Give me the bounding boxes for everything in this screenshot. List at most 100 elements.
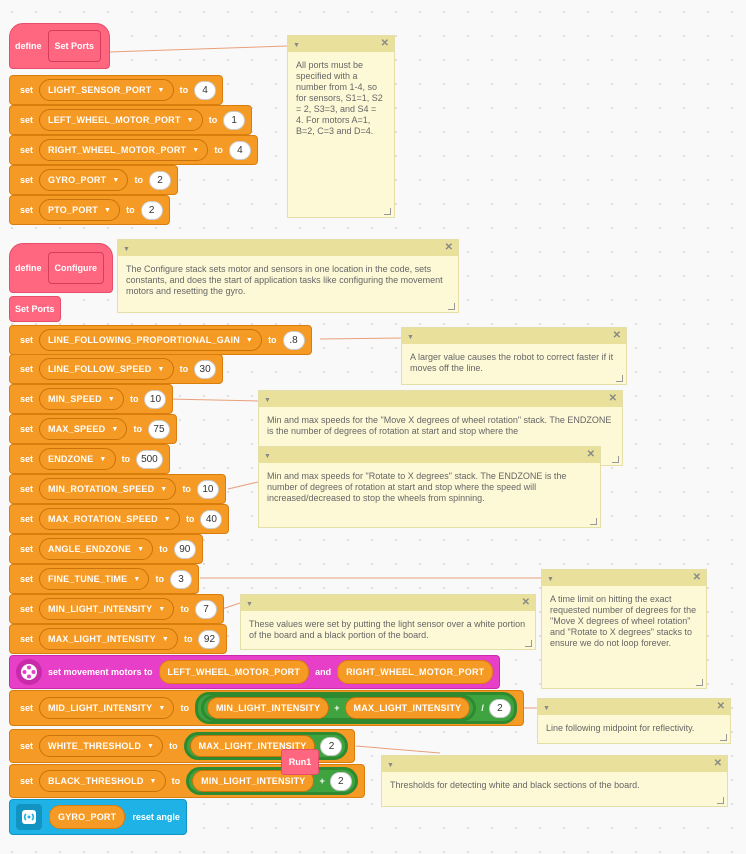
collapse-icon[interactable]: ▼ bbox=[387, 762, 394, 769]
variable-dropdown[interactable]: LIGHT_SENSOR_PORT▼ bbox=[39, 79, 174, 101]
comment-fine-tune[interactable]: ▼ ✕ A time limit on hitting the exact req… bbox=[541, 569, 707, 689]
comment-header[interactable]: ▼✕ bbox=[259, 447, 600, 463]
variable-dropdown[interactable]: ANGLE_ENDZONE▼ bbox=[39, 538, 154, 560]
comment-header[interactable]: ▼✕ bbox=[402, 328, 626, 344]
collapse-icon[interactable]: ▼ bbox=[123, 246, 130, 253]
set-variable-block[interactable]: set ANGLE_ENDZONE▼ to 90 bbox=[9, 534, 203, 564]
collapse-icon[interactable]: ▼ bbox=[547, 576, 554, 583]
variable-dropdown[interactable]: GYRO_PORT▼ bbox=[39, 169, 129, 191]
comment-light[interactable]: ▼✕ These values were set by putting the … bbox=[240, 594, 536, 650]
set-variable-block[interactable]: set LIGHT_SENSOR_PORT▼ to 4 bbox=[9, 75, 224, 105]
variable-dropdown[interactable]: WHITE_THRESHOLD▼ bbox=[39, 735, 164, 757]
resize-grip-icon[interactable] bbox=[696, 679, 703, 686]
close-icon[interactable]: ✕ bbox=[521, 597, 530, 608]
set-variable-block[interactable]: set FINE_TUNE_TIME▼ to 3 bbox=[9, 564, 199, 594]
comment-text[interactable]: The Configure stack sets motor and senso… bbox=[126, 264, 443, 296]
value-input[interactable]: 2 bbox=[329, 771, 352, 791]
resize-grip-icon[interactable] bbox=[717, 797, 724, 804]
set-variable-block[interactable]: set LINE_FOLLOWING_PROPORTIONAL_GAIN▼ to… bbox=[9, 325, 312, 355]
variable-dropdown[interactable]: MAX_SPEED▼ bbox=[39, 418, 128, 440]
variable-dropdown[interactable]: MAX_ROTATION_SPEED▼ bbox=[39, 508, 180, 530]
comment-header[interactable]: ▼✕ bbox=[241, 595, 535, 611]
value-input[interactable]: 1 bbox=[223, 110, 246, 130]
define-configure-block[interactable]: define Configure bbox=[9, 243, 114, 293]
variable-dropdown[interactable]: LEFT_WHEEL_MOTOR_PORT▼ bbox=[39, 109, 203, 131]
value-input[interactable]: 10 bbox=[196, 479, 219, 499]
resize-grip-icon[interactable] bbox=[612, 456, 619, 463]
comment-text[interactable]: Min and max speeds for the "Move X degre… bbox=[267, 415, 612, 436]
value-input[interactable]: .8 bbox=[282, 330, 305, 350]
value-input[interactable]: 2 bbox=[148, 170, 171, 190]
call-set-ports-block[interactable]: Set Ports bbox=[9, 296, 61, 322]
comment-configure[interactable]: ▼✕ The Configure stack sets motor and se… bbox=[117, 239, 459, 313]
variable-dropdown[interactable]: MID_LIGHT_INTENSITY▼ bbox=[39, 697, 175, 719]
set-variable-block[interactable]: set LEFT_WHEEL_MOTOR_PORT▼ to 1 bbox=[9, 105, 253, 135]
resize-grip-icon[interactable] bbox=[384, 208, 391, 215]
set-variable-block[interactable]: set MIN_ROTATION_SPEED▼ to 10 bbox=[9, 474, 226, 504]
right-motor-reporter[interactable]: RIGHT_WHEEL_MOTOR_PORT bbox=[337, 660, 494, 684]
set-black-threshold-block[interactable]: set BLACK_THRESHOLD▼ to MIN_LIGHT_INTENS… bbox=[9, 764, 365, 798]
value-input[interactable]: 7 bbox=[194, 599, 217, 619]
close-icon[interactable]: ✕ bbox=[713, 758, 722, 769]
set-mid-light-block[interactable]: set MID_LIGHT_INTENSITY▼ to MIN_LIGHT_IN… bbox=[9, 690, 524, 726]
close-icon[interactable]: ✕ bbox=[608, 393, 617, 404]
variable-dropdown[interactable]: MIN_ROTATION_SPEED▼ bbox=[39, 478, 177, 500]
value-input[interactable]: 2 bbox=[488, 698, 511, 718]
set-variable-block[interactable]: set MIN_SPEED▼ to 10 bbox=[9, 384, 174, 414]
value-input[interactable]: 90 bbox=[173, 539, 196, 559]
collapse-icon[interactable]: ▼ bbox=[293, 42, 300, 49]
variable-dropdown[interactable]: MIN_LIGHT_INTENSITY▼ bbox=[39, 598, 175, 620]
variable-dropdown[interactable]: ENDZONE▼ bbox=[39, 448, 116, 470]
variable-dropdown[interactable]: FINE_TUNE_TIME▼ bbox=[39, 568, 150, 590]
variable-dropdown[interactable]: MIN_SPEED▼ bbox=[39, 388, 124, 410]
operator-block[interactable]: MAX_LIGHT_INTENSITY 2 bbox=[183, 732, 349, 760]
resize-grip-icon[interactable] bbox=[525, 640, 532, 647]
min-light-reporter[interactable]: MIN_LIGHT_INTENSITY bbox=[206, 697, 330, 719]
value-input[interactable]: 75 bbox=[147, 419, 170, 439]
comment-header[interactable]: ▼✕ bbox=[288, 36, 394, 52]
comment-header[interactable]: ▼✕ bbox=[259, 391, 622, 407]
value-input[interactable]: 40 bbox=[200, 509, 223, 529]
close-icon[interactable]: ✕ bbox=[692, 572, 701, 583]
close-icon[interactable]: ✕ bbox=[444, 242, 453, 253]
set-variable-block[interactable]: set RIGHT_WHEEL_MOTOR_PORT▼ to 4 bbox=[9, 135, 258, 165]
comment-gain[interactable]: ▼✕ A larger value causes the robot to co… bbox=[401, 327, 627, 385]
variable-dropdown[interactable]: MAX_LIGHT_INTENSITY▼ bbox=[39, 628, 178, 650]
comment-text[interactable]: All ports must be specified with a numbe… bbox=[296, 60, 383, 136]
value-input[interactable]: 2 bbox=[140, 200, 163, 220]
comment-ports[interactable]: ▼✕ All ports must be specified with a nu… bbox=[287, 35, 395, 218]
gyro-reset-angle-block[interactable]: GYRO_PORT reset angle bbox=[9, 799, 187, 835]
set-variable-block[interactable]: set MAX_ROTATION_SPEED▼ to 40 bbox=[9, 504, 230, 534]
max-light-reporter[interactable]: MAX_LIGHT_INTENSITY bbox=[344, 697, 471, 719]
value-input[interactable]: 500 bbox=[136, 449, 163, 469]
collapse-icon[interactable]: ▼ bbox=[407, 334, 414, 341]
comment-rotate-speeds[interactable]: ▼✕ Min and max speeds for "Rotate to X d… bbox=[258, 446, 601, 528]
comment-text[interactable]: Line following midpoint for reflectivity… bbox=[546, 723, 695, 733]
comment-text[interactable]: A time limit on hitting the exact reques… bbox=[550, 594, 697, 648]
resize-grip-icon[interactable] bbox=[590, 518, 597, 525]
left-motor-reporter[interactable]: LEFT_WHEEL_MOTOR_PORT bbox=[158, 660, 310, 684]
close-icon[interactable]: ✕ bbox=[612, 330, 621, 341]
close-icon[interactable]: ✕ bbox=[380, 38, 389, 49]
comment-text[interactable]: Thresholds for detecting white and black… bbox=[390, 780, 640, 790]
gyro-port-reporter[interactable]: GYRO_PORT bbox=[49, 805, 126, 829]
comment-text[interactable]: These values were set by putting the lig… bbox=[249, 619, 526, 640]
set-variable-block[interactable]: set GYRO_PORT▼ to 2 bbox=[9, 165, 178, 195]
set-movement-motors-block[interactable]: set movement motors to LEFT_WHEEL_MOTOR_… bbox=[9, 655, 501, 689]
comment-header[interactable]: ▼✕ bbox=[382, 756, 727, 772]
comment-header[interactable]: ▼✕ bbox=[118, 240, 458, 256]
variable-dropdown[interactable]: LINE_FOLLOW_SPEED▼ bbox=[39, 358, 174, 380]
close-icon[interactable]: ✕ bbox=[586, 449, 595, 460]
comment-text[interactable]: Min and max speeds for "Rotate to X degr… bbox=[267, 471, 567, 503]
close-icon[interactable]: ✕ bbox=[716, 701, 725, 712]
resize-grip-icon[interactable] bbox=[448, 303, 455, 310]
value-input[interactable]: 30 bbox=[194, 359, 217, 379]
value-input[interactable]: 4 bbox=[228, 140, 251, 160]
collapse-icon[interactable]: ▼ bbox=[264, 453, 271, 460]
comment-header[interactable]: ▼✕ bbox=[538, 699, 730, 715]
value-input[interactable]: 10 bbox=[144, 389, 167, 409]
min-light-reporter[interactable]: MIN_LIGHT_INTENSITY bbox=[192, 770, 315, 792]
add-operator-block[interactable]: MIN_LIGHT_INTENSITY + MAX_LIGHT_INTENSIT… bbox=[200, 695, 477, 721]
value-input[interactable]: 4 bbox=[194, 80, 217, 100]
set-variable-block[interactable]: set MAX_SPEED▼ to 75 bbox=[9, 414, 177, 444]
